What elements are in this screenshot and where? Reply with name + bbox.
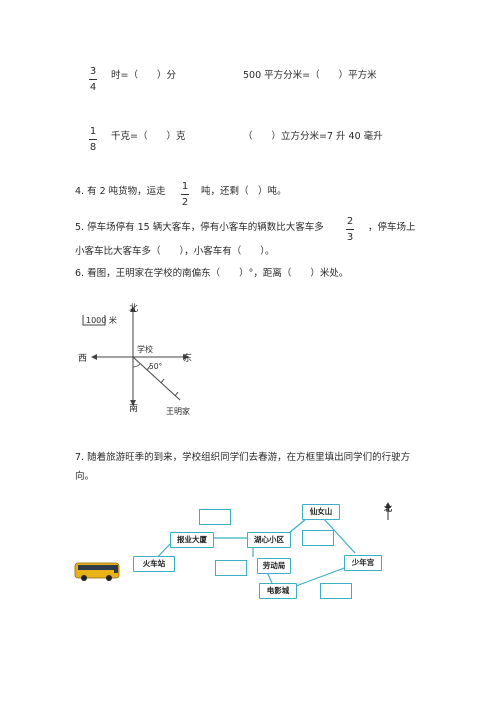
south-label: 南 xyxy=(129,404,139,414)
home-label: 王明家 xyxy=(166,407,190,416)
q2-right-text: （ ）立方分米=7 升 40 毫升 xyxy=(243,131,383,142)
q1-frac-num: 3 xyxy=(89,66,97,77)
q4-text-part1: 4. 有 2 吨货物，运走 xyxy=(75,186,166,197)
q6-text: 6. 看图，王明家在学校的南偏东（ ）°，距离（ ）米处。 xyxy=(75,268,349,279)
node-labor: 劳动局 xyxy=(257,558,291,574)
scale-label: 1000 米 xyxy=(86,316,117,325)
west-label: 西 xyxy=(78,354,88,364)
route-mountain-palace xyxy=(322,517,356,554)
node-palace: 少年宫 xyxy=(344,555,382,571)
q7-line2: 向。 xyxy=(75,471,95,482)
node-station: 火车站 xyxy=(133,556,175,572)
node-cinema: 电影城 xyxy=(259,583,297,599)
q5-text-part2: ，停车场上 xyxy=(368,222,416,233)
tick-2 xyxy=(160,378,165,384)
q5-frac-den: 3 xyxy=(346,232,354,243)
home-direction-line xyxy=(132,356,181,401)
q2-fraction: 1 8 xyxy=(87,126,99,153)
tick-3 xyxy=(174,391,179,397)
q5-fraction: 2 3 xyxy=(344,216,356,243)
compass-diagram xyxy=(82,306,189,406)
q4-text-part2: 吨，还剩（ ）吨。 xyxy=(201,186,287,197)
tick-1 xyxy=(146,365,151,371)
q1-fraction: 3 4 xyxy=(87,66,99,93)
q2-frac-num: 1 xyxy=(89,126,97,137)
q4-frac-num: 1 xyxy=(181,181,189,192)
angle-arc xyxy=(132,363,141,368)
answer-box-4[interactable] xyxy=(320,583,352,599)
school-label: 学校 xyxy=(137,345,153,354)
q4-fraction: 1 2 xyxy=(179,181,191,208)
q4-frac-den: 2 xyxy=(181,197,189,208)
north-label: 北 xyxy=(129,304,139,314)
q2-left-text: 千克=（ ）克 xyxy=(111,131,186,142)
q1-left-text: 时=（ ）分 xyxy=(111,70,176,81)
east-label: 东 xyxy=(183,354,193,364)
q1-right-text: 500 平方分米=（ ）平方米 xyxy=(243,70,377,81)
q5-text-part1: 5. 停车场停有 15 辆大客车，停有小客车的辆数比大客车多 xyxy=(75,222,324,233)
map-north-label: 北 xyxy=(384,504,392,513)
answer-box-3[interactable] xyxy=(215,560,247,576)
map-north-arrowhead xyxy=(385,502,391,508)
scale-bar xyxy=(82,315,106,326)
node-mountain: 仙女山 xyxy=(302,504,340,520)
q5-line2: 小客车比大客车多（ ），小客车有（ ）。 xyxy=(75,246,275,257)
q1-frac-den: 4 xyxy=(89,82,97,93)
answer-box-1[interactable] xyxy=(199,509,231,525)
q5-frac-num: 2 xyxy=(346,216,354,227)
answer-box-2[interactable] xyxy=(302,530,334,546)
q2-frac-den: 8 xyxy=(89,142,97,153)
bus-icon xyxy=(74,560,120,582)
node-building: 报业大厦 xyxy=(170,532,214,548)
q7-line1: 7. 随着旅游旺季的到来，学校组织同学们去春游，在方框里填出同学们的行驶方 xyxy=(75,452,411,463)
node-center: 湖心小区 xyxy=(247,532,291,548)
angle-label: 50° xyxy=(149,362,163,371)
